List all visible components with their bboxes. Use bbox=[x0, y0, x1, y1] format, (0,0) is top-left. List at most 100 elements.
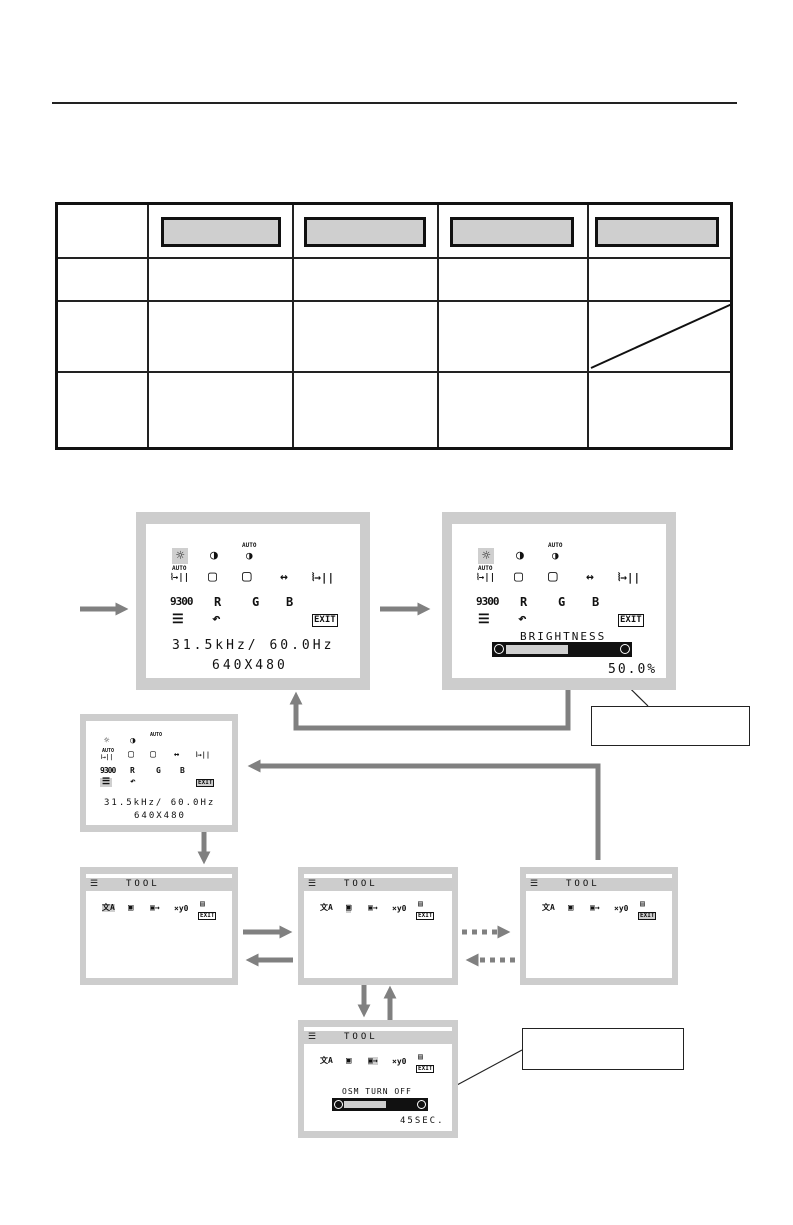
factory-preset-icon[interactable]: ↶ bbox=[130, 777, 136, 787]
exit-icon[interactable]: EXIT bbox=[416, 912, 435, 920]
tool-icon[interactable]: ☰ bbox=[172, 612, 184, 627]
auto-adjust-icon[interactable]: AUTO bbox=[102, 748, 115, 754]
table-col-divider bbox=[292, 205, 294, 447]
exit-icon[interactable]: EXIT bbox=[312, 614, 338, 627]
tool-header: ☰ TOOL bbox=[526, 878, 672, 891]
top-rule bbox=[52, 102, 737, 104]
fine-arrow-icon: ⦚→|| bbox=[477, 573, 496, 583]
osm-position-icon[interactable]: ▣ bbox=[128, 903, 134, 913]
tool-header: ☰ TOOL bbox=[86, 878, 232, 891]
osm-position-icon[interactable]: ▣ bbox=[346, 903, 352, 913]
contrast-icon[interactable]: ◑ bbox=[130, 736, 136, 746]
tool-icon[interactable]: ☰ bbox=[478, 612, 490, 627]
auto-contrast-icon[interactable]: AUTO bbox=[548, 542, 563, 549]
main-menu-display: ☼ ◑ AUTO ◑ AUTO ⦚→|| ▢ ▢ ↔ ⦚→|| 9300 R G… bbox=[146, 524, 360, 678]
h-size-icon[interactable]: ↔ bbox=[586, 570, 594, 585]
factory-preset-icon[interactable]: ↶ bbox=[518, 611, 527, 627]
osm-turn-off-icon[interactable]: ▣→ bbox=[150, 903, 160, 912]
menu-tool-selected-screen: ☼ ◑ AUTO AUTO ⦚→|| ▢ ▢ ↔ ⦚→|| 9300 R G B… bbox=[80, 714, 238, 832]
exit-icon[interactable]: EXIT bbox=[416, 1065, 435, 1073]
frequency-readout: 31.5kHz/ 60.0Hz bbox=[104, 798, 216, 808]
brightness-display: ☼ ◑ AUTO ◑ AUTO ⦚→|| ▢ ▢ ↔ ⦚→|| 9300 R G… bbox=[452, 524, 666, 678]
exit-icon[interactable]: EXIT bbox=[198, 912, 217, 920]
blue-icon[interactable]: B bbox=[180, 766, 185, 775]
language-icon[interactable]: 文A bbox=[320, 1056, 333, 1065]
osm-position-icon[interactable]: ▣ bbox=[346, 1056, 352, 1066]
table-col-divider bbox=[587, 205, 589, 447]
brightness-icon[interactable]: ☼ bbox=[104, 736, 110, 746]
osm-turn-off-icon[interactable]: ▣→ bbox=[590, 903, 600, 912]
fine-icon[interactable]: ⦚→|| bbox=[312, 571, 335, 584]
auto-adjust-icon[interactable]: AUTO bbox=[172, 565, 187, 572]
down-up-icon[interactable]: ▢ bbox=[150, 749, 157, 760]
tool-screen-exit: ☰ TOOL 文A ▣ ▣→ ×y0 ▤ EXIT bbox=[520, 867, 678, 985]
left-right-icon[interactable]: ▢ bbox=[128, 749, 135, 760]
down-up-icon[interactable]: ▢ bbox=[242, 566, 252, 585]
fine-icon[interactable]: ⦚→|| bbox=[196, 751, 211, 759]
plus-icon bbox=[620, 644, 630, 654]
exit-icon[interactable]: EXIT bbox=[196, 779, 215, 787]
auto-contrast-icon[interactable]: AUTO bbox=[150, 732, 163, 738]
color-9300-icon[interactable]: 9300 bbox=[476, 595, 499, 608]
brightness-icon[interactable]: ☼ bbox=[478, 548, 495, 564]
blue-icon[interactable]: B bbox=[286, 595, 294, 609]
red-icon[interactable]: R bbox=[130, 766, 135, 775]
tool-icon[interactable]: ☰ bbox=[100, 777, 113, 787]
color-9300-icon[interactable]: 9300 bbox=[170, 595, 193, 608]
auto-adjust-icon[interactable]: AUTO bbox=[478, 565, 493, 572]
left-right-icon[interactable]: ▢ bbox=[208, 567, 218, 585]
lock-out-icon[interactable]: ×y0 bbox=[392, 1057, 407, 1066]
osm-position-icon[interactable]: ▣ bbox=[568, 903, 574, 913]
language-icon[interactable]: 文A bbox=[102, 903, 115, 912]
brightness-callout bbox=[591, 706, 750, 746]
table-col-divider bbox=[437, 205, 439, 447]
arrow-back-to-menu bbox=[289, 690, 571, 731]
tool-display-language: ☰ TOOL 文A ▣ ▣→ ×y0 ▤ EXIT bbox=[86, 874, 232, 978]
red-icon[interactable]: R bbox=[214, 595, 222, 609]
lock-out-icon[interactable]: ×y0 bbox=[614, 904, 629, 913]
tool-display-position: ☰ TOOL 文A ▣ ▣→ ×y0 ▤ EXIT bbox=[304, 874, 452, 978]
contrast-icon[interactable]: ◑ bbox=[210, 548, 218, 563]
info-icon[interactable]: ▤ bbox=[418, 899, 423, 908]
green-icon[interactable]: G bbox=[156, 766, 161, 775]
green-icon[interactable]: G bbox=[558, 595, 566, 609]
exit-icon[interactable]: EXIT bbox=[638, 912, 657, 920]
language-icon[interactable]: 文A bbox=[542, 903, 555, 912]
info-icon[interactable]: ▤ bbox=[640, 899, 645, 908]
down-up-icon[interactable]: ▢ bbox=[548, 566, 558, 585]
language-icon[interactable]: 文A bbox=[320, 903, 333, 912]
info-icon[interactable]: ▤ bbox=[418, 1052, 423, 1061]
green-icon[interactable]: G bbox=[252, 595, 260, 609]
osm-turn-off-display: ☰ TOOL 文A ▣ ▣→ ×y0 ▤ EXIT OSM TURN OFF 4… bbox=[304, 1027, 452, 1131]
resolution-readout: 640X480 bbox=[212, 658, 288, 673]
auto-contrast-icon[interactable]: AUTO bbox=[242, 542, 257, 549]
main-menu-screen: ☼ ◑ AUTO ◑ AUTO ⦚→|| ▢ ▢ ↔ ⦚→|| 9300 R G… bbox=[136, 512, 370, 690]
lock-out-icon[interactable]: ×y0 bbox=[174, 904, 189, 913]
osm-turn-off-icon[interactable]: ▣→ bbox=[368, 1056, 378, 1065]
fine-icon[interactable]: ⦚→|| bbox=[618, 571, 641, 584]
h-size-icon[interactable]: ↔ bbox=[280, 570, 288, 585]
osm-turn-off-slider[interactable] bbox=[332, 1098, 428, 1111]
table-row-divider bbox=[58, 371, 730, 373]
menu-tool-selected-display: ☼ ◑ AUTO AUTO ⦚→|| ▢ ▢ ↔ ⦚→|| 9300 R G B… bbox=[86, 721, 232, 825]
contrast-icon: ◑ bbox=[552, 549, 559, 562]
fine-arrow-icon: ⦚→|| bbox=[101, 754, 114, 761]
blue-icon[interactable]: B bbox=[592, 595, 600, 609]
tool-screen-language: ☰ TOOL 文A ▣ ▣→ ×y0 ▤ EXIT bbox=[80, 867, 238, 985]
info-icon[interactable]: ▤ bbox=[200, 899, 205, 908]
osm-turn-off-value: 45SEC. bbox=[400, 1116, 445, 1126]
brightness-icon[interactable]: ☼ bbox=[172, 548, 189, 564]
lock-out-icon[interactable]: ×y0 bbox=[392, 904, 407, 913]
factory-preset-icon[interactable]: ↶ bbox=[212, 611, 221, 627]
contrast-icon[interactable]: ◑ bbox=[516, 548, 524, 563]
h-size-icon[interactable]: ↔ bbox=[174, 750, 180, 760]
color-9300-icon[interactable]: 9300 bbox=[100, 766, 116, 775]
brightness-slider[interactable] bbox=[492, 642, 632, 657]
red-icon[interactable]: R bbox=[520, 595, 528, 609]
brightness-slider-fill bbox=[506, 645, 568, 654]
exit-icon[interactable]: EXIT bbox=[618, 614, 644, 627]
left-right-icon[interactable]: ▢ bbox=[514, 567, 524, 585]
brightness-screen: ☼ ◑ AUTO ◑ AUTO ⦚→|| ▢ ▢ ↔ ⦚→|| 9300 R G… bbox=[442, 512, 676, 690]
osm-turn-off-icon[interactable]: ▣→ bbox=[368, 903, 378, 912]
control-button-1 bbox=[161, 217, 281, 247]
